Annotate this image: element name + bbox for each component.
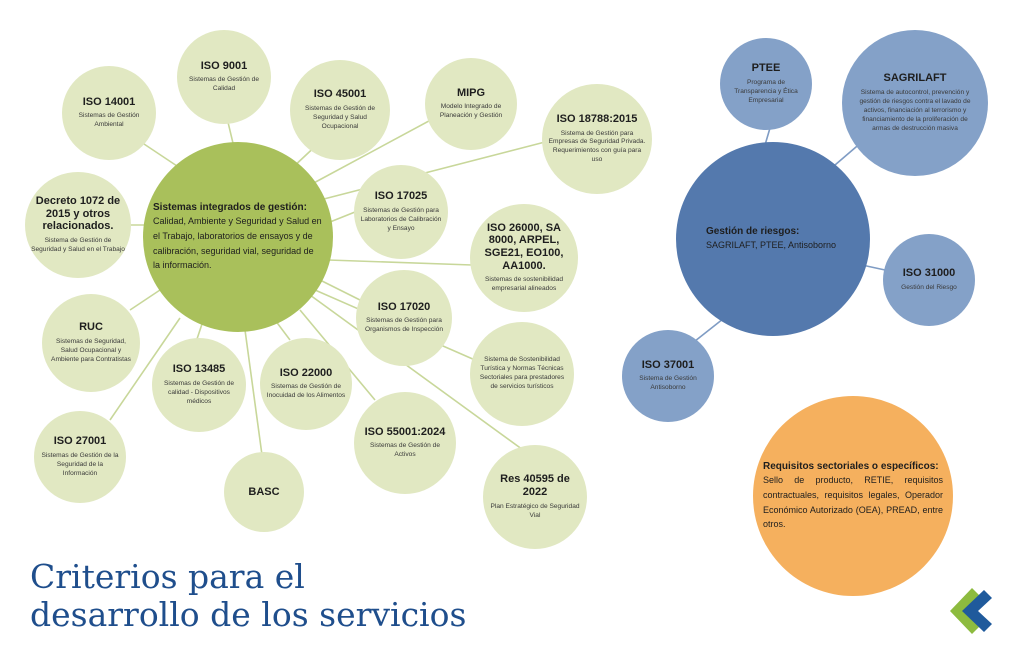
node-desc: Sistemas de sostenibilidad empresarial a… (484, 276, 564, 293)
node-title: RUC (79, 321, 103, 334)
link-iso27001 (109, 317, 181, 421)
node-title: ISO 45001 (313, 88, 367, 101)
node-iso18788: ISO 18788:2015 Sistema de Gestión para E… (542, 84, 652, 194)
node-desc: Sistemas de Gestión Ambiental (78, 112, 140, 129)
node-desc: Sistemas de Gestión de Activos (369, 442, 440, 459)
orange-node-desc: Sello de producto, RETIE, requisitos con… (763, 474, 943, 530)
node-title: ISO 22000 (279, 366, 333, 379)
node-desc: Sistemas de Gestión de la Seguridad de l… (41, 451, 119, 477)
node-desc: Plan Estratégico de Seguridad Vial (490, 502, 580, 519)
node-desc: Sistemas de Gestión de Seguridad y Salud… (304, 104, 375, 130)
node-sagrilaft: SAGRILAFT Sistema de autocontrol, preven… (842, 30, 988, 176)
node-title: ISO 37001 (641, 358, 695, 371)
node-title: ISO 13485 (172, 363, 226, 376)
node-title: Decreto 1072 de 2015 y otros relacionado… (35, 195, 121, 233)
node-title: ISO 31000 (902, 267, 956, 280)
node-decreto: Decreto 1072 de 2015 y otros relacionado… (25, 172, 131, 278)
node-desc: Sistema de Gestión de Seguridad y Salud … (31, 237, 125, 253)
node-title: ISO 17020 (377, 300, 431, 313)
page-title: Criterios para el desarrollo de los serv… (30, 558, 466, 634)
link-basc (244, 329, 263, 456)
node-title: ISO 26000, SA 8000, ARPEL, SGE21, EO100,… (484, 221, 564, 272)
link-iso18788 (319, 141, 546, 201)
node-title: MIPG (456, 86, 486, 99)
node-iso22000: ISO 22000 Sistemas de Gestión de Inocuid… (260, 338, 352, 430)
company-logo-icon (950, 588, 992, 634)
page-title-line2: desarrollo de los servicios (30, 594, 467, 634)
link-iso17020 (319, 279, 361, 301)
node-title: ISO 27001 (53, 435, 107, 448)
node-desc: Sistema de autocontrol, prevención y ges… (859, 89, 971, 132)
node-desc: Sistema de Sostenibilidad Turística y No… (479, 356, 565, 390)
node-desc: Sistema de Gestión Antisoborno (639, 375, 697, 392)
node-ruc: RUC Sistemas de Seguridad, Salud Ocupaci… (42, 294, 140, 392)
node-basc: BASC (224, 452, 304, 532)
node-mipg: MIPG Modelo Integrado de Planeación y Ge… (425, 58, 517, 150)
node-desc: Modelo Integrado de Planeación y Gestión (439, 103, 503, 120)
node-desc: Sistema de Gestión para Empresas de Segu… (548, 129, 646, 164)
node-iso13485: ISO 13485 Sistemas de Gestión de calidad… (152, 338, 246, 432)
orange-node-title: Requisitos sectoriales o específicos: (763, 460, 939, 472)
node-desc: Sistemas de Gestión de Calidad (188, 76, 259, 93)
node-iso26000: ISO 26000, SA 8000, ARPEL, SGE21, EO100,… (470, 204, 578, 312)
link-mipg (309, 114, 441, 186)
node-desc: Sistemas de Gestión para Laboratorios de… (360, 206, 442, 232)
node-iso31000: ISO 31000 Gestión del Riesgo (883, 234, 975, 326)
node-desc: Sistemas de Gestión de calidad - Disposi… (163, 379, 234, 405)
page-title-line1: Criterios para el (30, 557, 305, 596)
node-title: SAGRILAFT (883, 72, 947, 85)
node-title: ISO 9001 (200, 59, 248, 72)
node-title: ISO 18788:2015 (556, 112, 638, 125)
blue-hub: Gestión de riesgos: SAGRILAFT, PTEE, Ant… (676, 142, 870, 336)
node-title: PTEE (751, 62, 781, 75)
green-hub-title: Sistemas integrados de gestión: (153, 201, 307, 213)
node-iso9001: ISO 9001 Sistemas de Gestión de Calidad (177, 30, 271, 124)
node-iso37001: ISO 37001 Sistema de Gestión Antisoborno (622, 330, 714, 422)
green-hub: Sistemas integrados de gestión: Calidad,… (143, 142, 333, 332)
node-iso17020: ISO 17020 Sistemas de Gestión para Organ… (356, 270, 452, 366)
node-iso55001: ISO 55001:2024 Sistemas de Gestión de Ac… (354, 392, 456, 494)
node-ptee: PTEE Programa de Transparencia y Ética E… (720, 38, 812, 130)
link-iso14001 (137, 139, 181, 169)
node-iso17025: ISO 17025 Sistemas de Gestión para Labor… (354, 165, 448, 259)
node-res40595: Res 40595 de 2022 Plan Estratégico de Se… (483, 445, 587, 549)
blue-hub-title: Gestión de riesgos: (706, 226, 800, 238)
node-desc: Gestión del Riesgo (901, 283, 957, 291)
green-hub-desc: Calidad, Ambiente y Seguridad y Salud en… (153, 215, 322, 271)
link-iso26000 (327, 259, 473, 266)
node-desc: Programa de Transparencia y Ética Empres… (734, 78, 798, 104)
node-desc: Sistemas de Gestión para Organismos de I… (364, 317, 444, 334)
node-iso14001: ISO 14001 Sistemas de Gestión Ambiental (62, 66, 156, 160)
node-desc: Sistemas de Gestión de Inocuidad de los … (266, 383, 346, 400)
node-title: ISO 14001 (82, 95, 136, 108)
node-iso45001: ISO 45001 Sistemas de Gestión de Segurid… (290, 60, 390, 160)
link-res40595 (309, 294, 531, 456)
node-title: ISO 17025 (374, 190, 428, 203)
node-turismo: Sistema de Sostenibilidad Turística y No… (470, 322, 574, 426)
link-ruc (129, 289, 161, 311)
node-title: ISO 55001:2024 (364, 425, 446, 438)
node-title: Res 40595 de 2022 (500, 473, 570, 499)
orange-node: Requisitos sectoriales o específicos: Se… (753, 396, 953, 596)
blue-hub-desc: SAGRILAFT, PTEE, Antisoborno (706, 240, 837, 251)
node-title: BASC (248, 485, 280, 498)
node-iso27001: ISO 27001 Sistemas de Gestión de la Segu… (34, 411, 126, 503)
node-desc: Sistemas de Seguridad, Salud Ocupacional… (51, 337, 131, 363)
